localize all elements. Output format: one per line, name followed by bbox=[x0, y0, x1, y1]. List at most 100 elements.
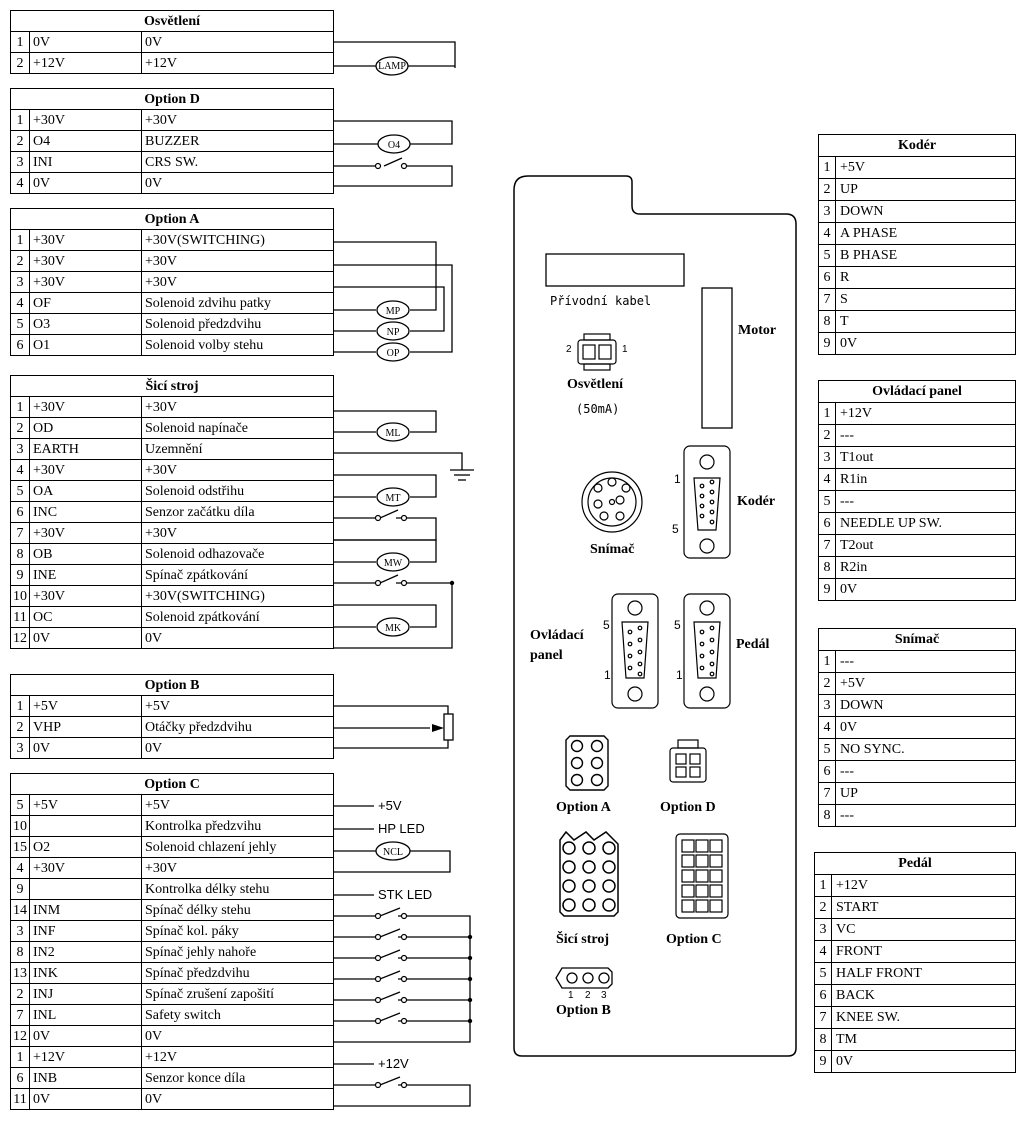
pin-number: 3 bbox=[10, 920, 30, 942]
pin-number: 2 bbox=[10, 52, 30, 74]
pin-number: 6 bbox=[814, 984, 832, 1007]
signal-name: O4 bbox=[29, 130, 142, 152]
option-b-connector bbox=[555, 967, 613, 989]
pin-number: 2 bbox=[818, 178, 836, 201]
ml-symbol: ML bbox=[376, 422, 410, 442]
table-row: 10+30V+30V(SWITCHING) bbox=[10, 585, 334, 607]
signal-name: 0V bbox=[835, 578, 1016, 601]
signal-description: Spínač kol. páky bbox=[141, 920, 334, 942]
signal-name: IN2 bbox=[29, 941, 142, 963]
pin-number: 2 bbox=[10, 983, 30, 1005]
signal-name: INE bbox=[29, 564, 142, 586]
pin-label: 2 bbox=[585, 990, 591, 1001]
signal-name: --- bbox=[835, 650, 1016, 673]
mp-symbol: MP bbox=[376, 300, 410, 320]
signal-description: Solenoid zdvihu patky bbox=[141, 292, 334, 314]
signal-name: 0V bbox=[29, 31, 142, 53]
signal-name: OB bbox=[29, 543, 142, 565]
signal-description: +30V bbox=[141, 109, 334, 131]
mp-label: MP bbox=[386, 306, 401, 317]
signal-description: Spínač zrušení zapošití bbox=[141, 983, 334, 1005]
table-row: 1+12V bbox=[814, 874, 1016, 897]
pin-label: 1 bbox=[622, 344, 628, 355]
signal-name: 0V bbox=[29, 1088, 142, 1110]
sici-stroj-label: Šicí stroj bbox=[556, 932, 610, 947]
np-label: NP bbox=[387, 327, 400, 338]
signal-name: DOWN bbox=[835, 200, 1016, 223]
table-title: Snímač bbox=[818, 628, 1016, 651]
pin-number: 2 bbox=[10, 417, 30, 439]
signal-name: --- bbox=[835, 760, 1016, 783]
koder-db9-connector bbox=[683, 445, 731, 559]
pin-number: 7 bbox=[818, 782, 836, 805]
signal-name: +30V bbox=[29, 522, 142, 544]
signal-name: 0V bbox=[831, 1050, 1016, 1073]
o4-symbol: O4 bbox=[377, 134, 411, 154]
signal-name: A PHASE bbox=[835, 222, 1016, 245]
pin-number: 3 bbox=[10, 737, 30, 759]
signal-name: EARTH bbox=[29, 438, 142, 460]
signal-name: +5V bbox=[29, 695, 142, 717]
signal-name: 0V bbox=[29, 1025, 142, 1047]
op-label: OP bbox=[387, 348, 400, 359]
signal-description: Spínač délky stehu bbox=[141, 899, 334, 921]
signal-description: Solenoid odstřihu bbox=[141, 480, 334, 502]
signal-description: Solenoid předzdvihu bbox=[141, 313, 334, 335]
np-symbol: NP bbox=[376, 321, 410, 341]
signal-description: 0V bbox=[141, 172, 334, 194]
signal-name: INL bbox=[29, 1004, 142, 1026]
pin-number: 13 bbox=[10, 962, 30, 984]
option-d-label: Option D bbox=[660, 800, 716, 815]
signal-name: FRONT bbox=[831, 940, 1016, 963]
table-title: Šicí stroj bbox=[10, 375, 334, 397]
signal-name: INJ bbox=[29, 983, 142, 1005]
pin-number: 7 bbox=[814, 1006, 832, 1029]
signal-name: INM bbox=[29, 899, 142, 921]
ovladaci-label-2: panel bbox=[530, 648, 563, 663]
pin-number: 3 bbox=[10, 271, 30, 293]
lamp-symbol: LAMP bbox=[375, 56, 409, 76]
stk-led-label: STK LED bbox=[378, 887, 433, 902]
signal-name: 0V bbox=[29, 627, 142, 649]
table-row: 1+12V bbox=[818, 402, 1016, 425]
signal-name: KNEE SW. bbox=[831, 1006, 1016, 1029]
signal-description: +5V bbox=[141, 794, 334, 816]
pin-number: 3 bbox=[818, 694, 836, 717]
signal-name: 0V bbox=[835, 716, 1016, 739]
mk-symbol: MK bbox=[376, 617, 410, 637]
table-row: 6--- bbox=[818, 760, 1016, 783]
pin-number: 5 bbox=[818, 244, 836, 267]
signal-name: +5V bbox=[835, 672, 1016, 695]
signal-description: Uzemnění bbox=[141, 438, 334, 460]
signal-name: +12V bbox=[835, 402, 1016, 425]
pin-number: 4 bbox=[10, 172, 30, 194]
table-title: Option C bbox=[10, 773, 334, 795]
signal-description: Solenoid chlazení jehly bbox=[141, 836, 334, 858]
table-row: 1+30V+30V(SWITCHING) bbox=[10, 229, 334, 251]
signal-name: T bbox=[835, 310, 1016, 333]
ncl-label: NCL bbox=[383, 847, 403, 858]
signal-description: +30V bbox=[141, 459, 334, 481]
ovladaci-label-1: Ovládací bbox=[530, 628, 584, 643]
signal-description: Safety switch bbox=[141, 1004, 334, 1026]
